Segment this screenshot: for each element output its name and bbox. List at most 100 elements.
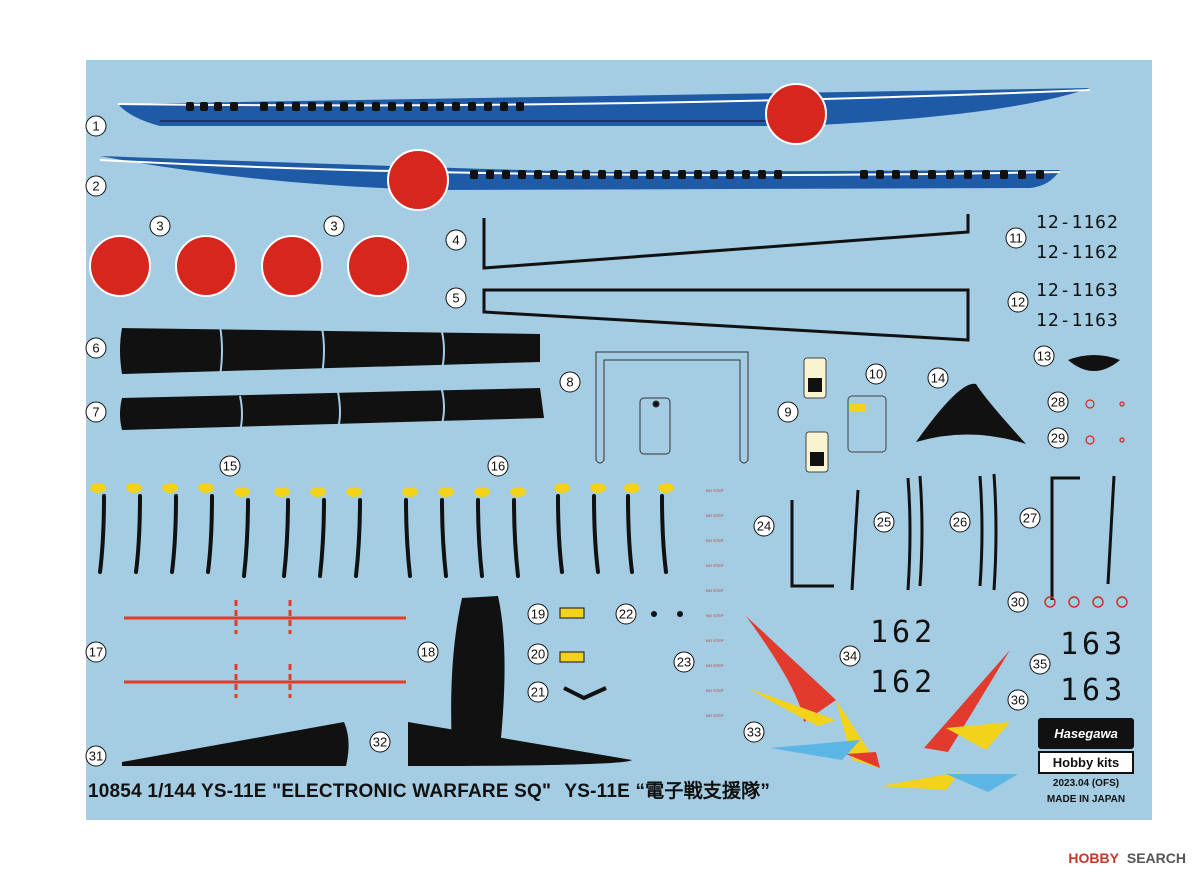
callout-number: 2 [92,179,99,194]
product-line-jp: YS-11E “電子戦支援隊” [564,781,771,802]
made-in: MADE IN JAPAN [1046,794,1126,805]
decal-19-20-placards [559,607,585,663]
callout-circle [777,401,799,423]
watermark: HOBBY SEARCH [1068,850,1186,866]
callout-circle [753,515,775,537]
callout-number: 9 [784,405,791,420]
decal-21-chevron [563,686,607,701]
callout-number: 20 [531,647,545,662]
callout-circle [1005,227,1027,249]
callout-number: 4 [452,233,459,248]
callout-number: 10 [869,367,883,382]
callout-number: 3 [156,219,163,234]
fin-number-34b: 162 [870,665,936,700]
callout-number: 5 [452,291,459,306]
callout-number: 18 [421,645,435,660]
callout-circle [527,681,549,703]
no-step-label: NO STEP [706,663,724,668]
callout-circle [445,287,467,309]
callout-circle [1047,427,1069,449]
callout-circle [1033,345,1055,367]
callout-circle [85,175,107,197]
callout-number: 16 [491,459,505,474]
decal-24-27-lines [790,473,1116,600]
callout-number: 25 [877,515,891,530]
callout-number: 31 [89,749,103,764]
callout-number: 14 [931,371,945,386]
callout-circle [673,651,695,673]
decal-15-16-antennas [90,483,674,578]
callout-circle [839,645,861,667]
callout-circle [743,721,765,743]
no-step-label: NO STEP [706,688,724,693]
product-caption: 10854 1/144 YS-11E "ELECTRONIC WARFARE S… [88,776,778,803]
callout-number: 26 [953,515,967,530]
fin-number-35b: 163 [1060,673,1126,708]
decal-7-black-panels [120,388,544,433]
callout-circle [417,641,439,663]
callout-circle [85,641,107,663]
callout-number: 19 [531,607,545,622]
fin-number-34a: 162 [870,615,936,650]
callout-circle [85,115,107,137]
callout-number: 15 [223,459,237,474]
callout-circle [1047,391,1069,413]
decal-1-fuselage-stripe [117,83,1091,145]
callout-number: 33 [747,725,761,740]
callout-number: 17 [89,645,103,660]
callout-number: 36 [1011,693,1025,708]
callout-circle [85,401,107,423]
decal-13-black-shape [1068,355,1120,371]
decal-23-no-step-labels: NO STEP NO STEP NO STEP NO STEP NO STEP NO ST… [706,488,724,718]
decal-14-black-shape [916,383,1026,444]
callout-number: 24 [757,519,771,534]
decal-2-fuselage-stripe [99,149,1061,211]
no-step-label: NO STEP [706,538,724,543]
decal-32-black-shape [408,722,632,766]
decal-31-black-shape [122,722,349,766]
callout-circle [1029,653,1051,675]
no-step-label: NO STEP [706,713,724,718]
callout-circle [1007,689,1029,711]
callout-number: 6 [92,341,99,356]
callout-circle [865,363,887,385]
decal-8-walkway-outline [595,351,749,464]
no-step-label: NO STEP [706,638,724,643]
callout-number: 35 [1033,657,1047,672]
brand-sub: Hobby kits [1038,751,1134,774]
callout-number: 21 [531,685,545,700]
fin-number-35a: 163 [1060,627,1126,662]
registration-11b: 12-1162 [1036,242,1119,263]
callout-circle [559,371,581,393]
decal-5-outline [482,288,970,342]
callout-circle [323,215,345,237]
callout-circle [85,337,107,359]
callout-circle [615,603,637,625]
no-step-label: NO STEP [706,613,724,618]
callout-circle [1019,507,1041,529]
decal-4-outline [482,214,970,270]
callout-circle [527,603,549,625]
callout-number: 29 [1051,431,1065,446]
registration-12b: 12-1163 [1036,310,1119,331]
callout-number: 32 [373,735,387,750]
decal-3-hinomaru-set [89,235,409,297]
decal-36-tail-art [880,650,1018,792]
decal-28-29-small-marks [1085,399,1125,445]
callout-circle [85,745,107,767]
decal-33-tail-art [746,616,880,768]
no-step-label: NO STEP [706,513,724,518]
decal-6-black-panels [120,325,540,377]
callout-number: 23 [677,655,691,670]
callout-circle [369,731,391,753]
callout-number: 34 [843,649,857,664]
callout-circle [1007,291,1029,313]
decal-18-black-shape [451,596,505,748]
callout-circle [949,511,971,533]
callout-number: 13 [1037,349,1051,364]
decal-30-small-circles [1044,596,1128,608]
callout-circle [219,455,241,477]
callout-number: 22 [619,607,633,622]
callout-number: 8 [566,375,573,390]
